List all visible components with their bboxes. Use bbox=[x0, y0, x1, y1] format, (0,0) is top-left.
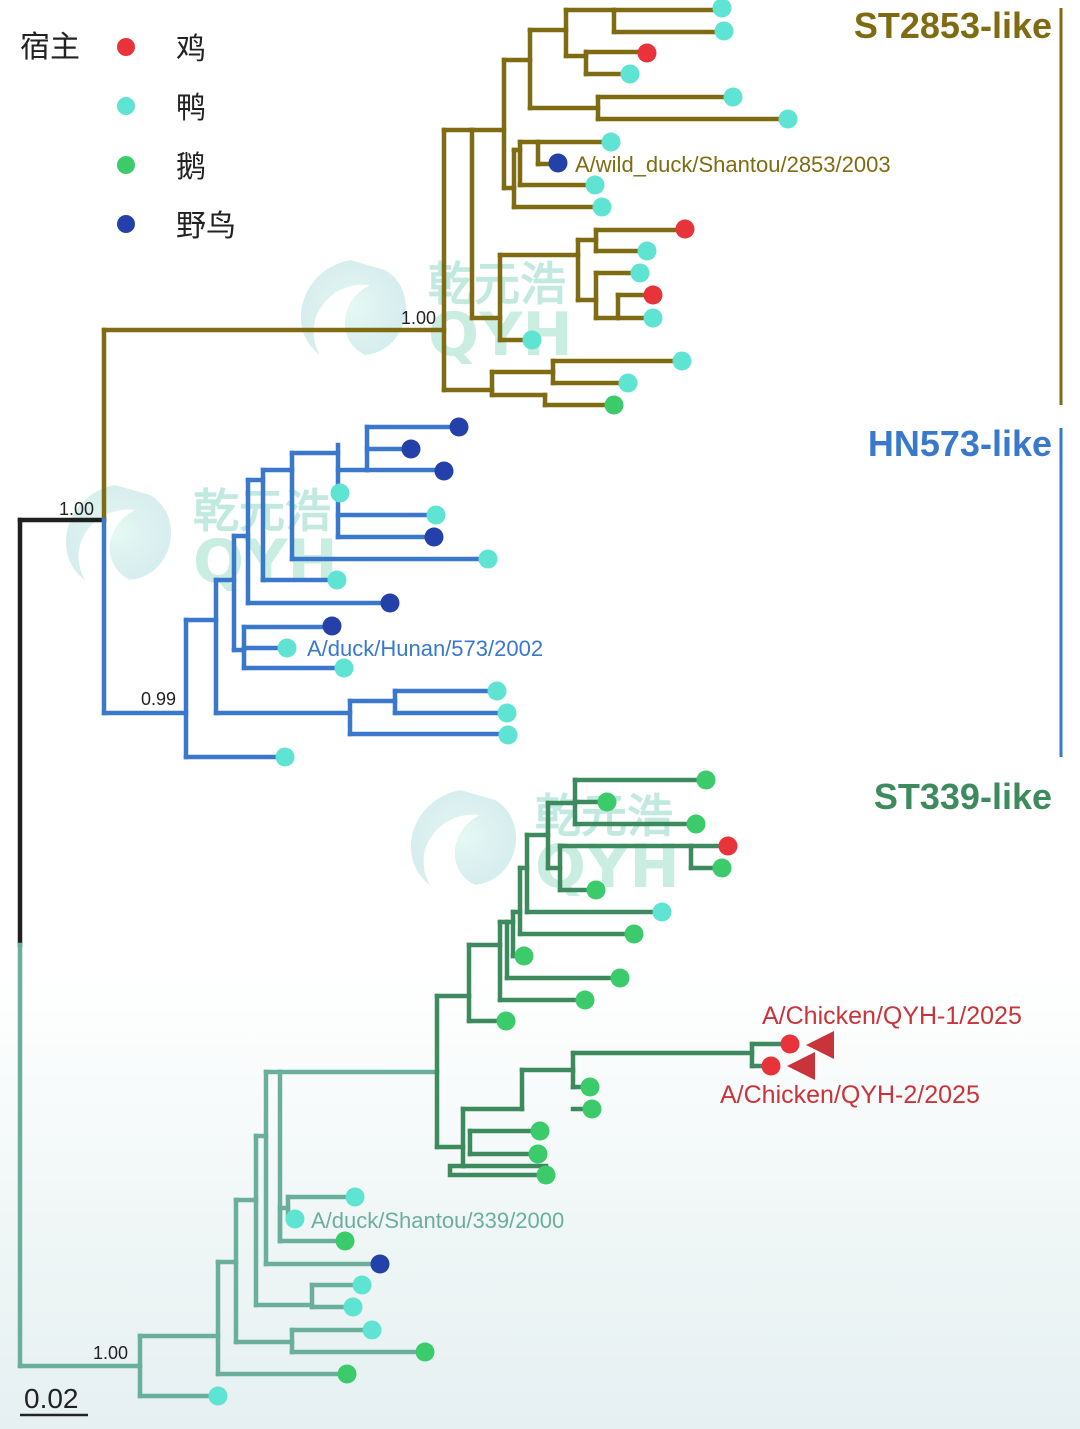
tip-duck bbox=[714, 21, 734, 41]
tip-goose bbox=[415, 1342, 435, 1362]
clade-label-st339: ST339-like bbox=[874, 776, 1052, 817]
tip-duck bbox=[643, 308, 663, 328]
tip-duck bbox=[778, 109, 798, 129]
support-value: 1.00 bbox=[93, 1343, 128, 1363]
highlight-triangle-marker bbox=[787, 1052, 815, 1080]
tip-duck bbox=[672, 351, 692, 371]
support-value: 0.99 bbox=[141, 689, 176, 709]
legend-dot-wild-bird bbox=[117, 215, 135, 233]
highlight-triangle-marker bbox=[806, 1031, 834, 1059]
tip-chicken bbox=[718, 836, 738, 856]
host-legend: 宿主 鸡 鸭 鹅 野鸟 bbox=[20, 30, 236, 244]
tree-branches bbox=[17, 7, 793, 1399]
tip-wild bbox=[322, 616, 342, 636]
tip-duck bbox=[585, 175, 605, 195]
tip-duck bbox=[345, 1187, 365, 1207]
legend-dot-goose bbox=[117, 156, 135, 174]
tip-duck bbox=[487, 681, 507, 701]
watermark-cn: 乾元浩 bbox=[428, 257, 566, 311]
legend-dot-chicken bbox=[117, 38, 135, 56]
tip-duck bbox=[618, 373, 638, 393]
tip-duck bbox=[498, 725, 518, 745]
tip-goose bbox=[597, 792, 617, 812]
tip-wild bbox=[449, 417, 469, 437]
taxon-label: A/duck/Shantou/339/2000 bbox=[311, 1208, 564, 1233]
legend-label-chicken: 鸡 bbox=[176, 32, 206, 67]
tip-goose bbox=[582, 1099, 602, 1119]
tip-duck bbox=[522, 330, 542, 350]
taxon-label: A/wild_duck/Shantou/2853/2003 bbox=[575, 152, 891, 177]
support-value: 1.00 bbox=[59, 499, 94, 519]
tip-duck bbox=[343, 1297, 363, 1317]
tip-duck bbox=[352, 1275, 372, 1295]
tip-goose bbox=[580, 1077, 600, 1097]
tip-goose bbox=[696, 770, 716, 790]
tip-duck bbox=[592, 197, 612, 217]
support-value: 1.00 bbox=[401, 308, 436, 328]
tip-duck bbox=[275, 747, 295, 767]
tip-duck bbox=[630, 263, 650, 283]
scale-bar: 0.02 bbox=[20, 1383, 88, 1417]
tip-duck bbox=[330, 483, 350, 503]
tip-markers bbox=[208, 0, 800, 1406]
tip-goose bbox=[575, 990, 595, 1010]
tip-duck bbox=[362, 1320, 382, 1340]
legend-title: 宿主 bbox=[20, 30, 80, 65]
tip-duck bbox=[712, 0, 732, 18]
tip-wild bbox=[434, 461, 454, 481]
tip-duck bbox=[327, 570, 347, 590]
tip-duck bbox=[285, 1209, 305, 1229]
tip-goose bbox=[604, 395, 624, 415]
tip-chicken bbox=[675, 219, 695, 239]
tip-chicken bbox=[780, 1034, 800, 1054]
tip-duck bbox=[601, 132, 621, 152]
tip-duck bbox=[637, 241, 657, 261]
tip-duck bbox=[277, 638, 297, 658]
tip-goose bbox=[686, 814, 706, 834]
tip-chicken bbox=[643, 285, 663, 305]
tip-goose bbox=[712, 858, 732, 878]
tip-chicken bbox=[637, 43, 657, 63]
tip-duck bbox=[497, 703, 517, 723]
clade-label-hn573: HN573-like bbox=[868, 423, 1052, 464]
tip-duck bbox=[478, 549, 498, 569]
tip-goose bbox=[536, 1165, 556, 1185]
legend-dot-duck bbox=[117, 97, 135, 115]
tip-duck bbox=[208, 1386, 228, 1406]
tip-wild bbox=[370, 1254, 390, 1274]
tip-goose bbox=[514, 946, 534, 966]
tip-goose bbox=[586, 880, 606, 900]
tip-goose bbox=[530, 1121, 550, 1141]
tip-goose bbox=[610, 968, 630, 988]
tip-goose bbox=[624, 924, 644, 944]
watermark-1: 乾元浩 QYH bbox=[300, 257, 573, 370]
tip-chicken bbox=[761, 1056, 781, 1076]
tree-branch bbox=[447, 1163, 549, 1178]
tip-wild bbox=[401, 439, 421, 459]
tip-duck bbox=[334, 658, 354, 678]
tip-wild bbox=[424, 527, 444, 547]
tip-wild bbox=[380, 593, 400, 613]
tip-duck bbox=[620, 64, 640, 84]
legend-label-duck: 鸭 bbox=[176, 91, 206, 126]
taxon-label-highlight: A/Chicken/QYH-2/2025 bbox=[720, 1081, 980, 1109]
tip-duck bbox=[426, 505, 446, 525]
tip-goose bbox=[496, 1011, 516, 1031]
legend-label-goose: 鹅 bbox=[176, 150, 206, 185]
taxon-label-highlight: A/Chicken/QYH-1/2025 bbox=[762, 1002, 1022, 1030]
clade-label-st2853: ST2853-like bbox=[854, 5, 1052, 46]
tip-goose bbox=[528, 1144, 548, 1164]
tip-wild bbox=[548, 153, 568, 173]
taxon-label: A/duck/Hunan/573/2002 bbox=[307, 636, 543, 661]
tip-duck bbox=[652, 902, 672, 922]
scale-bar-label: 0.02 bbox=[24, 1383, 79, 1414]
legend-label-wild-bird: 野鸟 bbox=[176, 209, 236, 244]
tip-goose bbox=[335, 1231, 355, 1251]
tip-goose bbox=[337, 1364, 357, 1384]
tip-duck bbox=[723, 87, 743, 107]
